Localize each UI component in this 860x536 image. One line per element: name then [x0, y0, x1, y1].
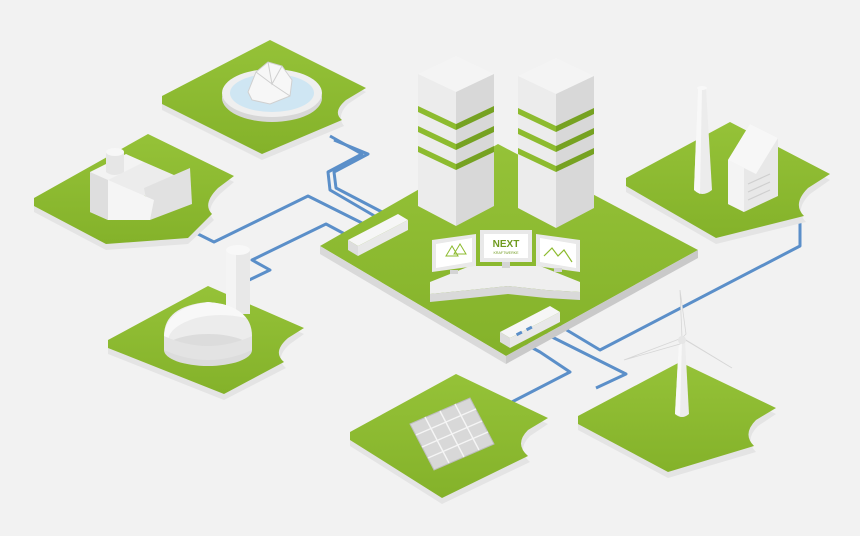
tile-wind: [578, 362, 776, 478]
cable-factory: [197, 194, 381, 244]
cable-wind: [545, 332, 628, 390]
control-desk: [430, 266, 580, 302]
factory-icon: [90, 148, 192, 220]
biogas-plant-icon: [164, 245, 252, 366]
cable-biogas: [244, 222, 357, 284]
network-cables: [197, 134, 802, 406]
control-monitor-icon: [536, 234, 580, 272]
brand-name: NEXT: [493, 239, 520, 250]
network-switch-icon: [500, 306, 560, 348]
power-plant-chimney-icon: [694, 86, 778, 212]
hydro-fountain-icon: [222, 61, 322, 122]
cable-hydro-2: [332, 138, 383, 214]
server-tower-icon: [418, 56, 594, 228]
wind-turbine-icon: [623, 289, 733, 417]
monitor-stands: [450, 262, 562, 274]
control-monitor-icon: NEXT KRAFTWERKE: [480, 230, 532, 262]
control-monitor-icon: [432, 234, 476, 272]
network-switch-icon: [348, 214, 408, 256]
brand-subtitle: KRAFTWERKE: [494, 251, 520, 255]
solar-panel-icon: [409, 397, 495, 471]
